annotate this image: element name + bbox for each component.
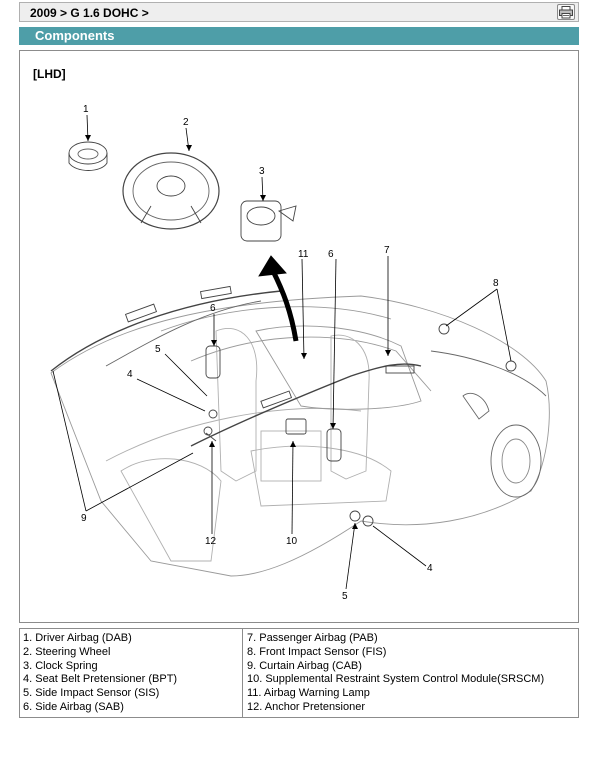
airbag-layout-illustration: 1 2 3 4 5 6 6 7 8 9 10 11 12 5 4	[50, 104, 550, 602]
callout-2: 2	[183, 117, 189, 128]
legend-item: 7. Passenger Airbag (PAB)	[247, 632, 378, 644]
callout-4: 4	[127, 369, 133, 380]
legend-item: 4. Seat Belt Pretensioner (BPT)	[23, 673, 178, 686]
legend-item: 8. Front Impact Sensor (FIS)	[247, 645, 387, 658]
section-title: Components	[35, 28, 115, 43]
callout-4b: 4	[427, 563, 433, 574]
callout-6: 6	[210, 303, 216, 314]
callout-7: 7	[384, 245, 390, 256]
legend-item: 5. Side Impact Sensor (SIS)	[23, 687, 160, 700]
callout-9: 9	[81, 513, 87, 524]
legend-item: 1. Driver Airbag (DAB)	[23, 632, 132, 644]
components-legend: 1. Driver Airbag (DAB) 2. Steering Wheel…	[19, 628, 579, 718]
callout-11: 11	[298, 249, 309, 260]
callout-8: 8	[493, 278, 499, 289]
section-header: Components	[19, 27, 579, 45]
components-diagram: [LHD]	[19, 50, 579, 623]
legend-item: 9. Curtain Airbag (CAB)	[247, 659, 362, 672]
legend-item: 6. Side Airbag (SAB)	[23, 700, 124, 713]
breadcrumb-bar: 2009 > G 1.6 DOHC >	[19, 2, 579, 22]
callout-5: 5	[155, 344, 161, 355]
lhd-label: [LHD]	[33, 67, 66, 81]
legend-column-right: 7. Passenger Airbag (PAB) 8. Front Impac…	[247, 632, 544, 715]
callout-6b: 6	[328, 249, 334, 260]
callout-5b: 5	[342, 591, 348, 602]
legend-item: 11. Airbag Warning Lamp	[247, 687, 370, 700]
legend-column-left: 1. Driver Airbag (DAB) 2. Steering Wheel…	[23, 632, 177, 715]
callout-1: 1	[83, 104, 89, 115]
printer-icon	[559, 6, 573, 19]
print-button[interactable]	[557, 4, 575, 20]
callout-12: 12	[205, 536, 217, 547]
breadcrumb[interactable]: 2009 > G 1.6 DOHC >	[30, 6, 149, 20]
legend-item: 2. Steering Wheel	[23, 645, 111, 658]
legend-divider	[242, 629, 243, 717]
legend-item: 3. Clock Spring	[23, 659, 98, 672]
legend-item: 12. Anchor Pretensioner	[247, 700, 366, 713]
legend-item: 10. Supplemental Restraint System Contro…	[247, 673, 545, 686]
callout-3: 3	[259, 166, 265, 177]
callout-10: 10	[286, 536, 298, 547]
